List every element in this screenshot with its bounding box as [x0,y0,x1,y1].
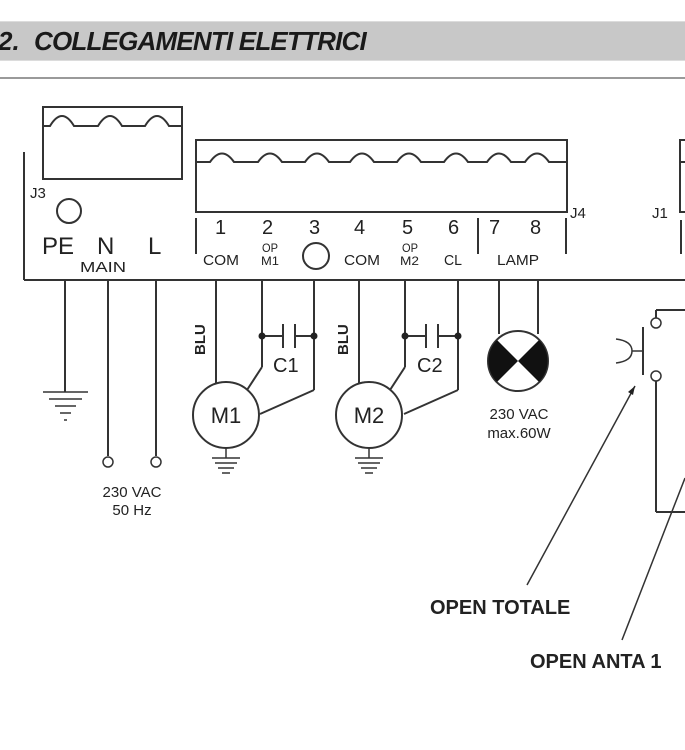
open-totale-pushbutton [615,309,685,513]
j3-label: J3 [30,185,46,202]
j4-terminal-8-number: 8 [530,217,541,239]
j4-terminal-6-label: CL [444,252,462,269]
header-divider [0,77,685,79]
j4-terminal-5-label-top: OP [402,241,418,255]
capacitor-c2 [401,324,462,348]
j4-terminal-4-label: COM [344,252,380,269]
mains-voltage-label: 230 VAC [103,484,162,501]
section-header-band [0,21,685,61]
open-anta-callout: OPEN ANTA 1 [530,651,662,673]
j1-terminal-block [679,139,685,254]
section-title: COLLEGAMENTI ELETTRICI [34,26,367,56]
capacitor-c1 [258,324,318,348]
j4-mounting-hole [302,242,330,270]
control-board-outline [23,152,685,281]
j4-terminal-block [195,139,568,213]
m1-wire-color-label: BLU [192,324,209,355]
j3-terminal-block [42,106,183,180]
j1-label: J1 [652,205,668,222]
j4-terminal-4-number: 4 [354,217,365,239]
mains-frequency-label: 50 Hz [112,502,151,519]
lamp-power-label: max.60W [487,425,551,442]
j4-terminal-3-number: 3 [309,217,320,239]
motor-2-label: M2 [354,403,385,428]
j3-mounting-hole [56,198,82,224]
j3-terminal-n: N [97,233,114,260]
j4-label: J4 [570,205,586,222]
j4-terminal-1-number: 1 [215,217,226,239]
j4-terminal-2-label-top: OP [262,241,278,255]
line-wire [150,280,162,468]
lamp-icon [487,330,549,392]
j4-terminal-5-number: 5 [402,217,413,239]
j4-terminal-6-number: 6 [448,217,459,239]
pe-earth-wire [43,280,88,421]
j4-terminal-5-label-bottom: M2 [400,254,419,268]
motor-1-wiring [215,280,315,415]
motor-2-wiring [358,280,459,415]
motor-1-label: M1 [211,403,242,428]
j3-main-label: MAIN [80,259,126,276]
neutral-wire [102,280,114,468]
j4-terminal-7-number: 7 [489,217,500,239]
j4-terminal-2-number: 2 [262,217,273,239]
motor-2-ground-icon [355,448,383,474]
capacitor-c2-label: C2 [417,355,443,377]
j3-terminal-pe: PE [42,233,74,260]
j3-terminal-l: L [148,233,161,260]
j4-terminal-2-label-bottom: M1 [261,254,279,268]
capacitor-c1-label: C1 [273,355,299,377]
open-totale-leader [526,385,636,586]
j4-lamp-label: LAMP [497,252,539,269]
lamp-wiring [498,280,539,334]
motor-1-ground-icon [212,448,240,474]
open-totale-callout: OPEN TOTALE [430,597,570,619]
j4-terminal-1-label: COM [203,252,239,269]
section-number: 2. [0,26,20,56]
m2-wire-color-label: BLU [335,324,352,355]
lamp-voltage-label: 230 VAC [490,406,549,423]
open-anta-leader [621,477,685,641]
